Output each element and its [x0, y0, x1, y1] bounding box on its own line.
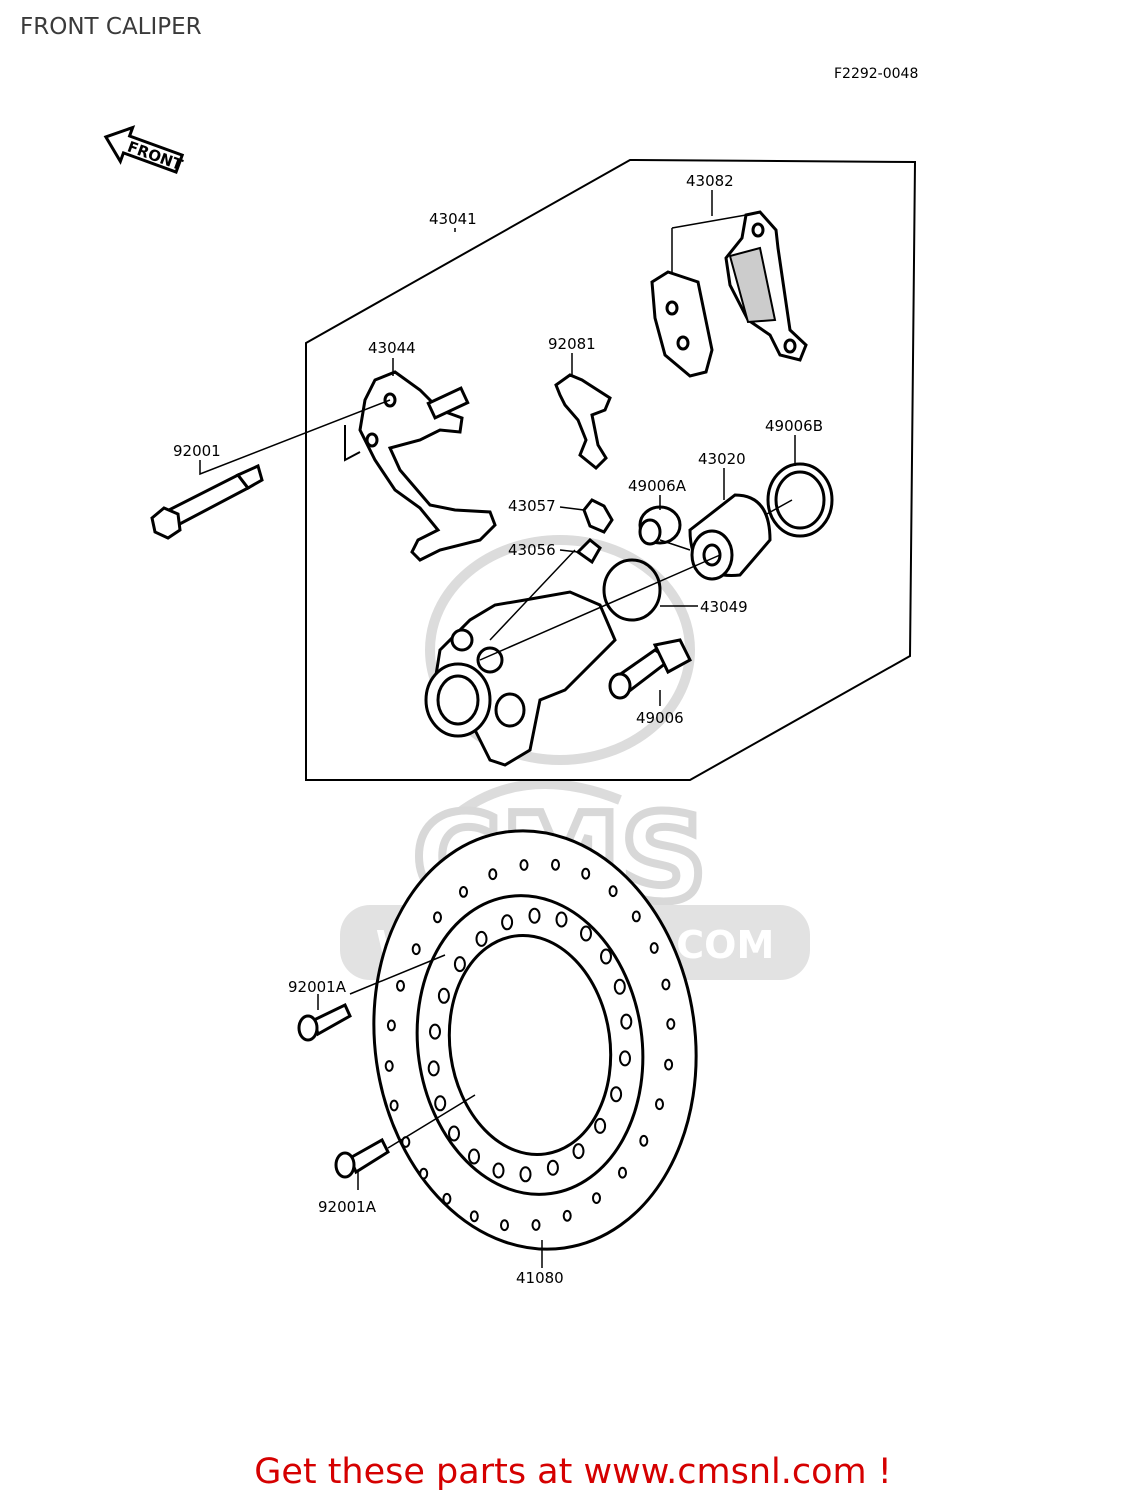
footer-link[interactable]: Get these parts at www.cmsnl.com ! — [0, 1452, 1146, 1492]
disc-hole — [649, 942, 659, 954]
disc-hole — [620, 1013, 633, 1030]
caliper-body — [424, 590, 617, 767]
disc-hole — [519, 859, 529, 871]
disc-hole — [519, 1166, 532, 1183]
disc-hole — [384, 1060, 394, 1072]
caliper-bracket — [344, 370, 497, 562]
disc-hole — [551, 858, 560, 871]
disc-hole — [610, 1086, 623, 1103]
disc-hole — [592, 1192, 601, 1204]
disc-hole — [468, 1148, 480, 1165]
brake-disc — [372, 829, 698, 1251]
disc-hole — [442, 1192, 452, 1205]
disc-hole — [580, 925, 592, 942]
bracket-bolt — [150, 463, 264, 540]
disc-hole — [639, 1134, 649, 1147]
callout-43020: 43020 — [698, 450, 746, 468]
callout-41080: 41080 — [516, 1269, 564, 1287]
disc-hole — [492, 1162, 505, 1179]
disc-bolt-bottom — [334, 1137, 390, 1179]
disc-hole — [429, 1023, 441, 1040]
disc-hole — [581, 867, 591, 880]
disc-hole — [437, 987, 450, 1004]
disc-hole — [501, 914, 514, 931]
disc-hole — [469, 1210, 479, 1223]
front-arrow-icon: FRONT — [103, 125, 186, 175]
disc-hole — [389, 1099, 399, 1112]
disc-bolt-top — [297, 1002, 352, 1042]
disc-hole — [555, 911, 568, 928]
leader-lines — [199, 190, 796, 1268]
disc-hole — [608, 885, 618, 898]
disc-hole — [427, 1060, 440, 1077]
disc-hole — [631, 910, 641, 923]
disc-hole — [488, 868, 498, 881]
piston-seal — [766, 462, 834, 538]
callout-43041: 43041 — [429, 210, 477, 228]
disc-hole — [666, 1018, 676, 1030]
diagram-code: F2292-0048 — [834, 66, 918, 82]
callout-92001A-top: 92001A — [288, 978, 347, 996]
footer-link-text[interactable]: Get these parts at www.cmsnl.com ! — [254, 1452, 892, 1492]
disc-hole — [528, 907, 541, 924]
disc-hole — [655, 1098, 664, 1111]
disc-hole — [562, 1209, 572, 1222]
disc-hole — [531, 1219, 541, 1231]
disc-hole — [594, 1117, 607, 1134]
disc-hole — [433, 911, 442, 924]
disc-hole — [396, 979, 405, 992]
callout-92001A-bottom: 92001A — [318, 1198, 377, 1216]
disc-hole — [500, 1219, 509, 1232]
disc-hole — [618, 1166, 627, 1179]
disc-hole — [613, 978, 626, 995]
assembly-boundary — [305, 158, 917, 781]
disc-hole — [459, 886, 468, 898]
disc-hole — [664, 1058, 674, 1071]
disc-hole — [572, 1143, 585, 1160]
pad-spring — [554, 373, 612, 471]
callout-49006B: 49006B — [765, 417, 823, 435]
callout-43082: 43082 — [686, 172, 734, 190]
disc-hole — [453, 956, 466, 973]
disc-hole — [419, 1167, 429, 1180]
callout-43049: 43049 — [700, 598, 748, 616]
disc-hole — [600, 948, 612, 965]
callout-43044: 43044 — [368, 339, 416, 357]
callout-49006: 49006 — [636, 709, 684, 727]
callout-92001: 92001 — [173, 442, 221, 460]
page-title: FRONT CALIPER — [20, 14, 202, 40]
bleed-valve — [575, 498, 614, 565]
disc-hole — [619, 1050, 631, 1067]
callout-43056: 43056 — [508, 541, 556, 559]
callout-49006A: 49006A — [628, 477, 687, 495]
piston — [688, 493, 772, 581]
disc-hole — [475, 930, 488, 947]
sleeve-bolt — [608, 638, 692, 700]
disc-hole — [411, 943, 421, 956]
disc-hole — [546, 1159, 559, 1176]
disc-hole — [386, 1019, 396, 1032]
disc-hole — [661, 978, 671, 991]
callout-labels: 43041 43082 43044 92081 92001 49006B 430… — [173, 172, 823, 1287]
dust-seal — [638, 505, 682, 546]
brake-pads — [650, 210, 808, 378]
disc-hole — [434, 1095, 447, 1112]
callout-43057: 43057 — [508, 497, 556, 515]
o-ring — [602, 558, 662, 622]
callout-92081: 92081 — [548, 335, 596, 353]
disc-holes — [384, 858, 676, 1232]
front-arrow-label: FRONT — [125, 138, 186, 175]
disc-hole — [448, 1125, 460, 1142]
